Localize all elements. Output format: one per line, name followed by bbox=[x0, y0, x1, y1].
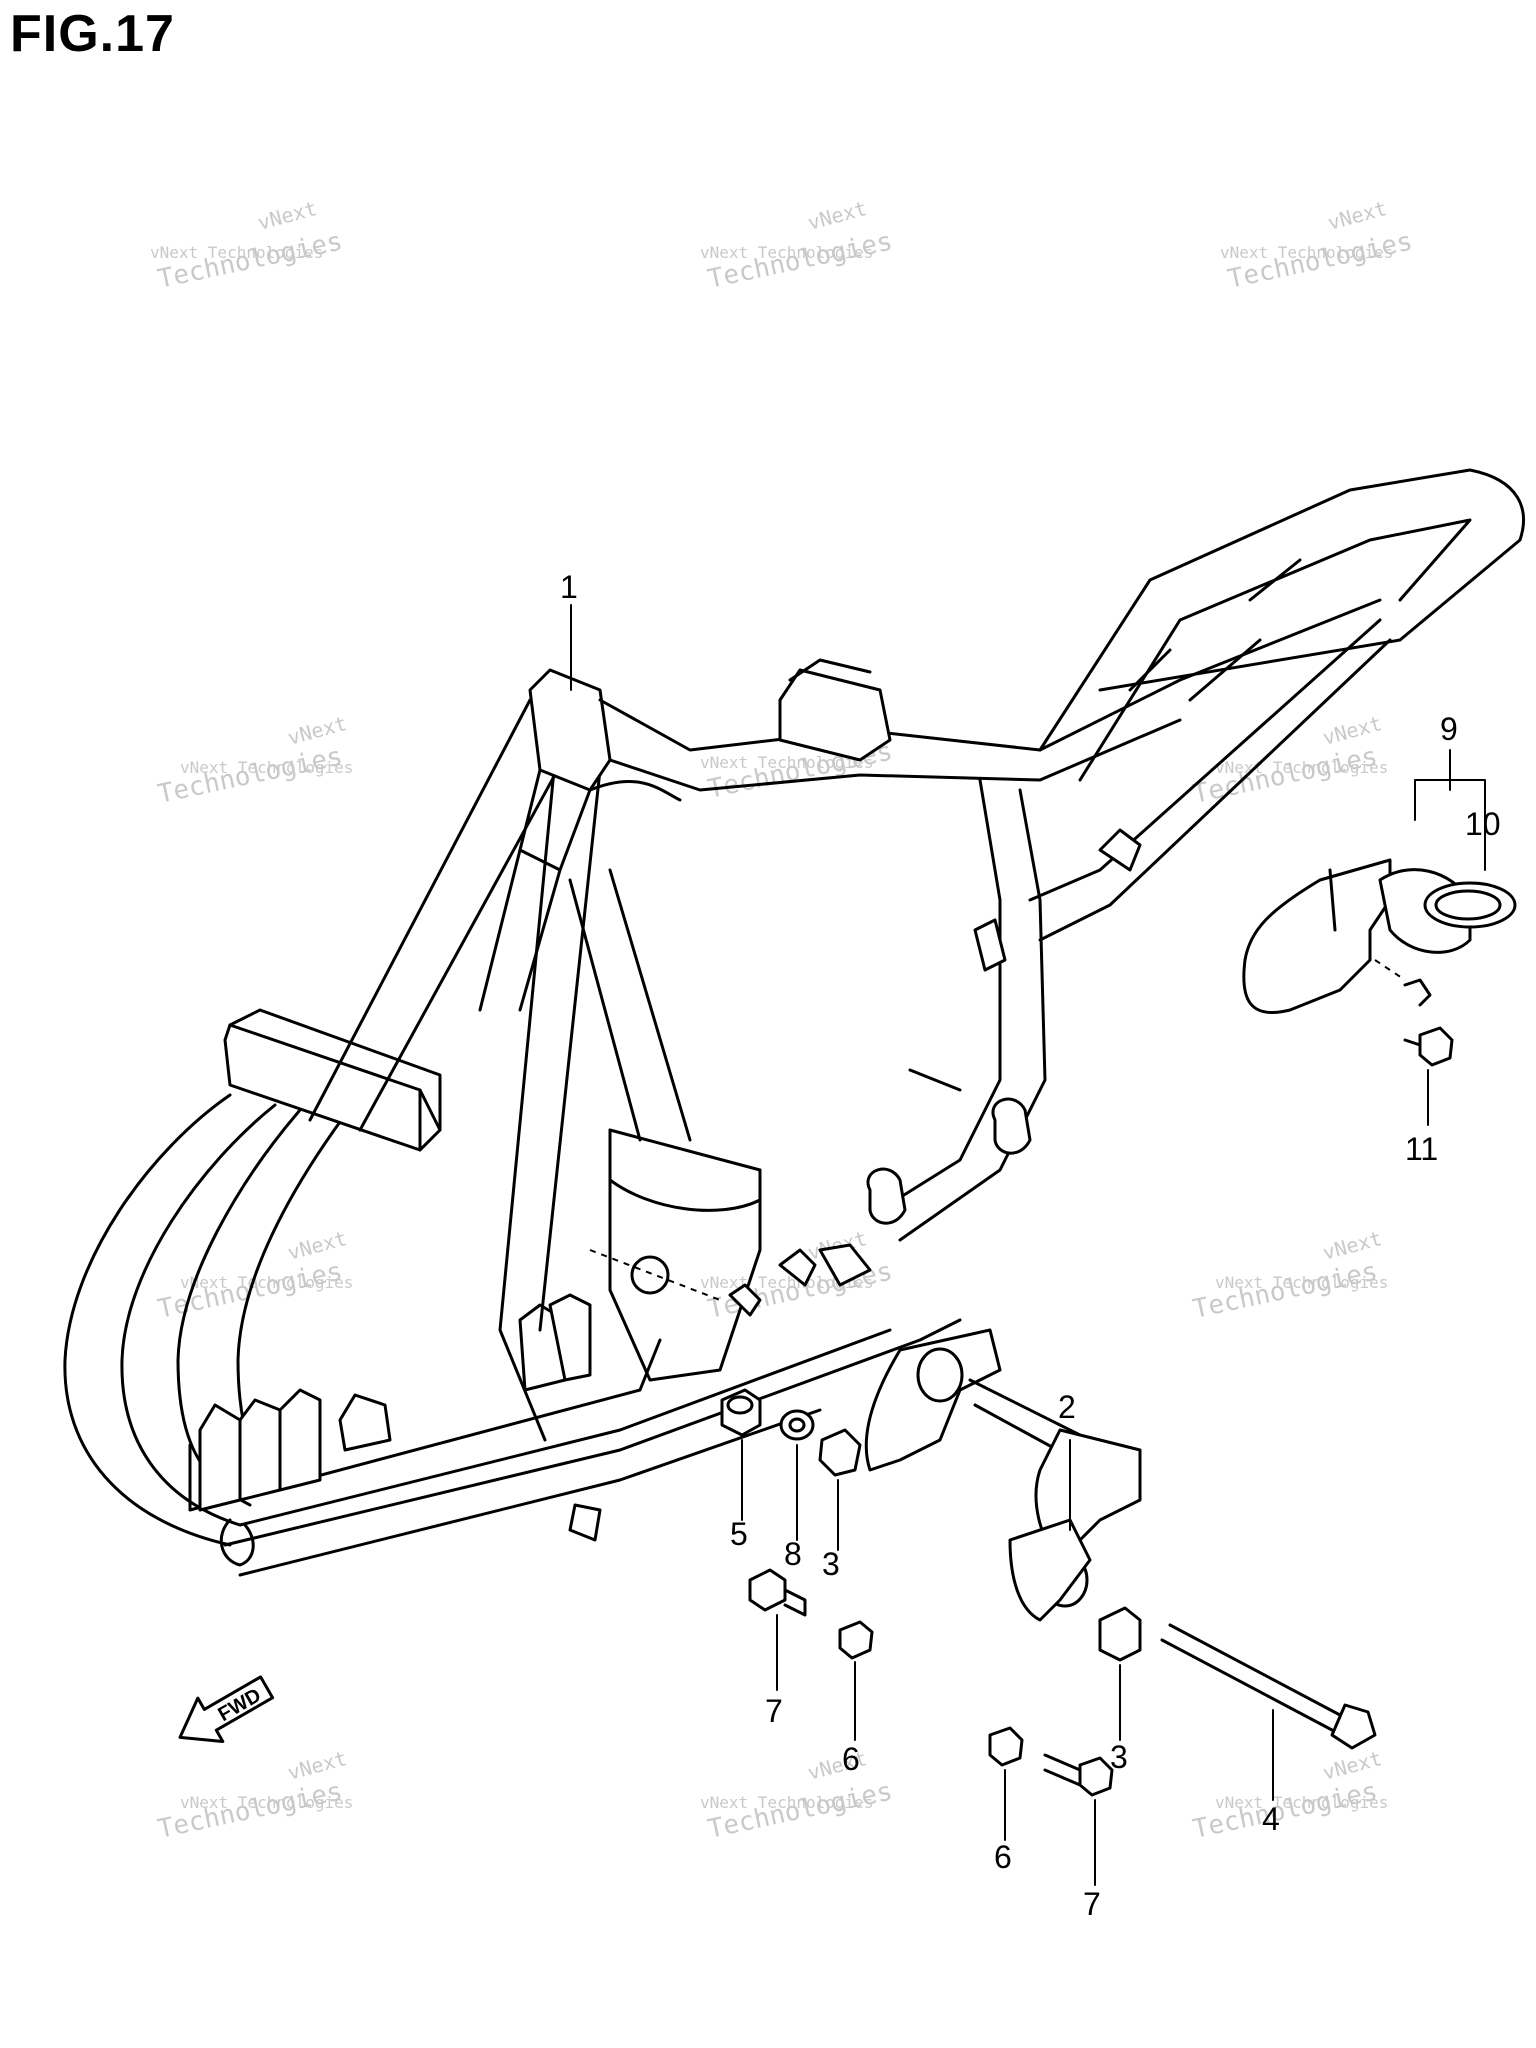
svg-text:vNext Technologies: vNext Technologies bbox=[700, 243, 873, 262]
heat-shield-assembly bbox=[1242, 858, 1517, 1015]
watermark: vNext vNext Technologies Technologies bbox=[155, 711, 353, 810]
callout-6: 6 bbox=[842, 1741, 860, 1777]
svg-text:Technologies: Technologies bbox=[155, 741, 345, 809]
callout-7: 7 bbox=[1083, 1886, 1101, 1922]
svg-text:vNext: vNext bbox=[255, 196, 319, 235]
svg-text:Technologies: Technologies bbox=[1225, 226, 1415, 294]
svg-text:vNext: vNext bbox=[1325, 196, 1389, 235]
svg-text:vNext Technologies: vNext Technologies bbox=[1215, 1273, 1388, 1292]
watermark: vNext vNext Technologies Technologies bbox=[1190, 1746, 1388, 1845]
svg-text:vNext: vNext bbox=[1320, 1746, 1384, 1785]
svg-text:vNext: vNext bbox=[805, 1746, 869, 1785]
forward-arrow-icon: FWD bbox=[178, 1675, 275, 1743]
hardware-items bbox=[720, 1026, 1454, 1797]
callout-5: 5 bbox=[730, 1516, 748, 1552]
svg-text:vNext: vNext bbox=[285, 1746, 349, 1785]
svg-text:Technologies: Technologies bbox=[705, 1776, 895, 1844]
callout-2: 2 bbox=[1058, 1389, 1076, 1425]
callout-3: 3 bbox=[1110, 1739, 1128, 1775]
svg-text:vNext Technologies: vNext Technologies bbox=[180, 1793, 353, 1812]
watermark: vNext vNext Technologies Technologies bbox=[700, 1746, 895, 1845]
svg-text:vNext Technologies: vNext Technologies bbox=[1220, 243, 1393, 262]
figure-title: FIG.17 bbox=[10, 5, 175, 63]
callout-10: 10 bbox=[1465, 806, 1501, 842]
callout-8: 8 bbox=[784, 1536, 802, 1572]
svg-text:vNext Technologies: vNext Technologies bbox=[180, 758, 353, 777]
svg-text:vNext Technologies: vNext Technologies bbox=[1215, 1793, 1388, 1812]
callout-4: 4 bbox=[1262, 1801, 1280, 1837]
svg-text:vNext: vNext bbox=[1320, 711, 1384, 750]
svg-text:Technologies: Technologies bbox=[1190, 1776, 1380, 1844]
watermark: vNext vNext Technologies Technologies bbox=[700, 196, 895, 295]
svg-text:Technologies: Technologies bbox=[705, 226, 895, 294]
callout-9: 9 bbox=[1440, 711, 1458, 747]
leader-lines bbox=[570, 604, 1486, 1886]
watermark: vNext vNext Technologies Technologies bbox=[155, 1746, 353, 1845]
svg-text:vNext: vNext bbox=[285, 711, 349, 750]
svg-text:vNext: vNext bbox=[1320, 1226, 1384, 1265]
svg-text:vNext: vNext bbox=[285, 1226, 349, 1265]
svg-text:Technologies: Technologies bbox=[155, 226, 345, 294]
callout-3: 3 bbox=[822, 1546, 840, 1582]
svg-text:vNext: vNext bbox=[805, 196, 869, 235]
callout-1: 1 bbox=[560, 569, 578, 605]
main-frame bbox=[63, 468, 1525, 1577]
callout-11: 11 bbox=[1405, 1131, 1438, 1167]
svg-text:Technologies: Technologies bbox=[1190, 741, 1380, 809]
svg-text:vNext Technologies: vNext Technologies bbox=[180, 1273, 353, 1292]
svg-text:vNext Technologies: vNext Technologies bbox=[700, 1793, 873, 1812]
callout-6: 6 bbox=[994, 1839, 1012, 1875]
svg-text:vNext Technologies: vNext Technologies bbox=[150, 243, 323, 262]
callout-7: 7 bbox=[765, 1693, 783, 1729]
engine-mount-bracket bbox=[864, 1328, 1142, 1622]
svg-text:vNext Technologies: vNext Technologies bbox=[700, 753, 873, 772]
watermark: vNext vNext Technologies Technologies bbox=[1190, 711, 1388, 810]
watermark: vNext vNext Technologies Technologies bbox=[150, 196, 345, 295]
svg-text:Technologies: Technologies bbox=[155, 1776, 345, 1844]
svg-text:Technologies: Technologies bbox=[1190, 1256, 1380, 1324]
callout-labels: 1 2 3 3 4 5 6 6 7 7 8 9 10 11 bbox=[560, 569, 1501, 1922]
watermark: vNext vNext Technologies Technologies bbox=[1190, 1226, 1388, 1325]
watermark: vNext vNext Technologies Technologies bbox=[1220, 196, 1415, 295]
